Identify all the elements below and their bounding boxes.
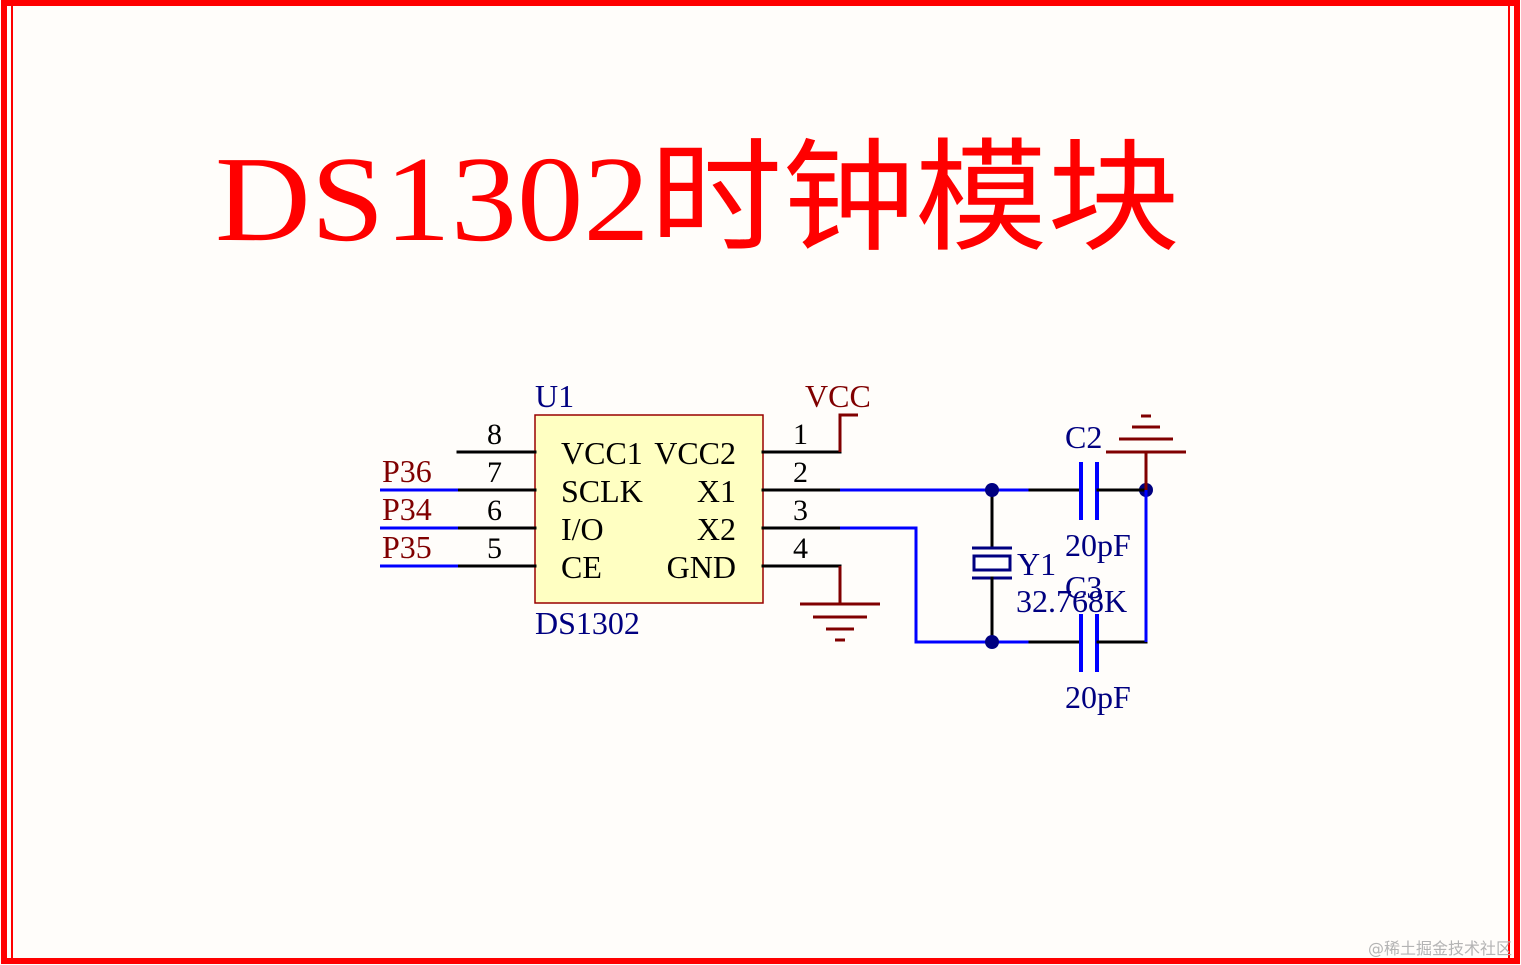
watermark: @稀土掘金技术社区 xyxy=(1368,939,1512,958)
ds1302-chip xyxy=(534,414,764,604)
pin-number-3: 3 xyxy=(793,494,808,527)
pin-label-io: I/O xyxy=(561,511,604,547)
capacitor-c2 xyxy=(1028,462,1148,520)
pin-number-7: 7 xyxy=(487,456,502,489)
cap-c3-designator: C3 xyxy=(1065,569,1102,605)
net-label-p35: P35 xyxy=(382,529,432,565)
pin-number-5: 5 xyxy=(487,532,502,565)
page-title: DS1302时钟模块 xyxy=(215,132,1180,267)
ground-symbol-chip xyxy=(800,566,880,642)
crystal-designator: Y1 xyxy=(1017,546,1056,582)
cap-c2-designator: C2 xyxy=(1065,419,1102,455)
pin-label-sclk: SCLK xyxy=(561,473,643,509)
junction-x1 xyxy=(985,483,999,497)
pin-label-vcc2: VCC2 xyxy=(654,435,736,471)
chip-part-number: DS1302 xyxy=(535,605,640,641)
vcc-power-port xyxy=(838,413,858,452)
pin-label-ce: CE xyxy=(561,549,602,585)
junction-x2 xyxy=(985,635,999,649)
cap-c3-value: 20pF xyxy=(1065,679,1131,715)
crystal-y1 xyxy=(972,488,1012,644)
pin-number-6: 6 xyxy=(487,494,502,527)
pin-label-gnd: GND xyxy=(667,549,736,585)
crystal-value: 32.768K xyxy=(1016,583,1127,619)
pin-label-vcc1: VCC1 xyxy=(561,435,643,471)
cap-c2-value: 20pF xyxy=(1065,527,1131,563)
ground-symbol-caps xyxy=(1106,414,1186,490)
pin-number-4: 4 xyxy=(793,532,808,565)
pin-number-8: 8 xyxy=(487,418,502,451)
wire-x2 xyxy=(840,526,1030,644)
net-label-p34: P34 xyxy=(382,491,432,527)
pin-number-1: 1 xyxy=(793,418,808,451)
pin-label-x2: X2 xyxy=(697,511,736,547)
chip-designator: U1 xyxy=(535,378,574,414)
pin-number-2: 2 xyxy=(793,456,808,489)
capacitor-c3 xyxy=(1028,614,1148,672)
pin-label-x1: X1 xyxy=(697,473,736,509)
vcc-power-label: VCC xyxy=(805,378,871,414)
net-label-p36: P36 xyxy=(382,453,432,489)
